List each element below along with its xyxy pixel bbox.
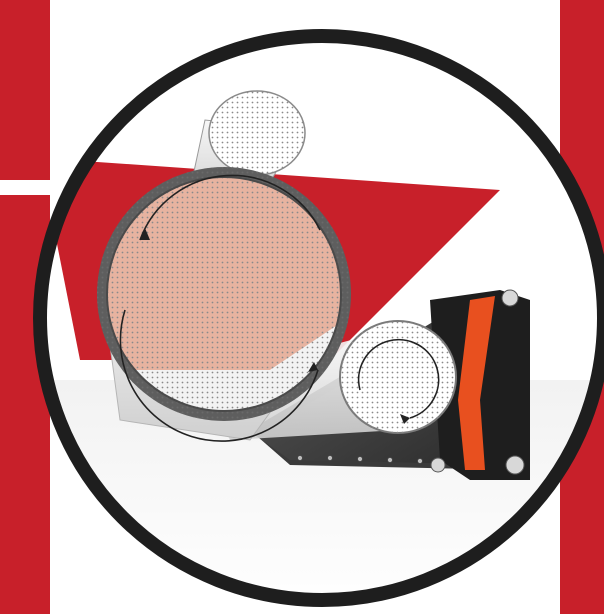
left-top-bar bbox=[0, 0, 50, 180]
